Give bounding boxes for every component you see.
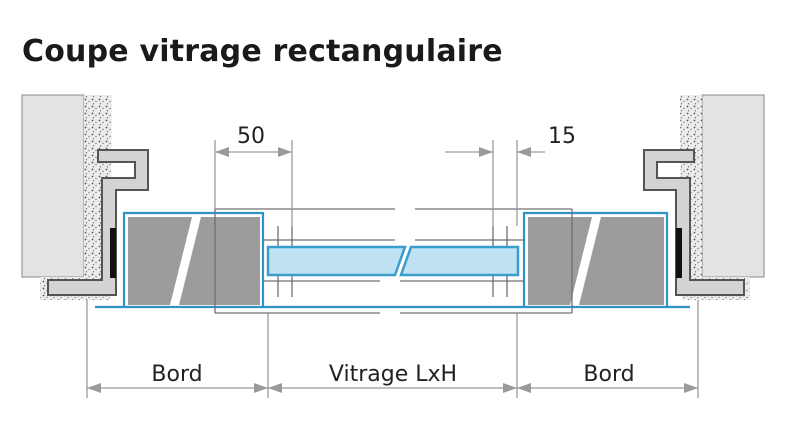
right-wall bbox=[680, 94, 765, 300]
left-wall-panel bbox=[21, 94, 85, 278]
right-plaster bbox=[680, 95, 750, 300]
left-wall bbox=[21, 94, 112, 300]
label-bord-right: Bord bbox=[583, 362, 634, 387]
glass-pane-left bbox=[266, 245, 407, 277]
right-frame-profile bbox=[643, 149, 745, 296]
right-block-b bbox=[579, 217, 664, 305]
dimension-50-label: 50 bbox=[237, 124, 265, 149]
bottom-dimensions: Bord Vitrage LxH Bord bbox=[86, 300, 699, 398]
right-block-a bbox=[528, 217, 592, 305]
arrow-left-head bbox=[215, 147, 229, 157]
left-seal bbox=[110, 228, 116, 278]
diagram-title: Coupe vitrage rectangulaire bbox=[22, 34, 503, 69]
arrow-15-left-head bbox=[479, 147, 493, 157]
dimension-15: 15 bbox=[445, 124, 576, 226]
left-blue-outline bbox=[122, 211, 265, 307]
dimension-15-label: 15 bbox=[548, 124, 576, 149]
label-bord-left: Bord bbox=[151, 362, 202, 387]
right-border-panel bbox=[522, 211, 669, 307]
left-block-b bbox=[179, 217, 260, 305]
arrow-15-right-head bbox=[517, 147, 531, 157]
left-border-panel bbox=[122, 211, 265, 307]
right-seal bbox=[676, 228, 682, 278]
glass-pane-right bbox=[399, 245, 520, 277]
label-vitrage: Vitrage LxH bbox=[329, 362, 457, 387]
right-blue-outline bbox=[522, 211, 669, 307]
left-block-a bbox=[128, 217, 192, 305]
right-wall-panel bbox=[701, 94, 765, 278]
dimension-50: 50 bbox=[214, 124, 293, 226]
left-frame-profile bbox=[47, 149, 149, 296]
left-plaster bbox=[40, 95, 112, 300]
arrow-right-head bbox=[278, 147, 292, 157]
glass-pane bbox=[266, 245, 520, 277]
